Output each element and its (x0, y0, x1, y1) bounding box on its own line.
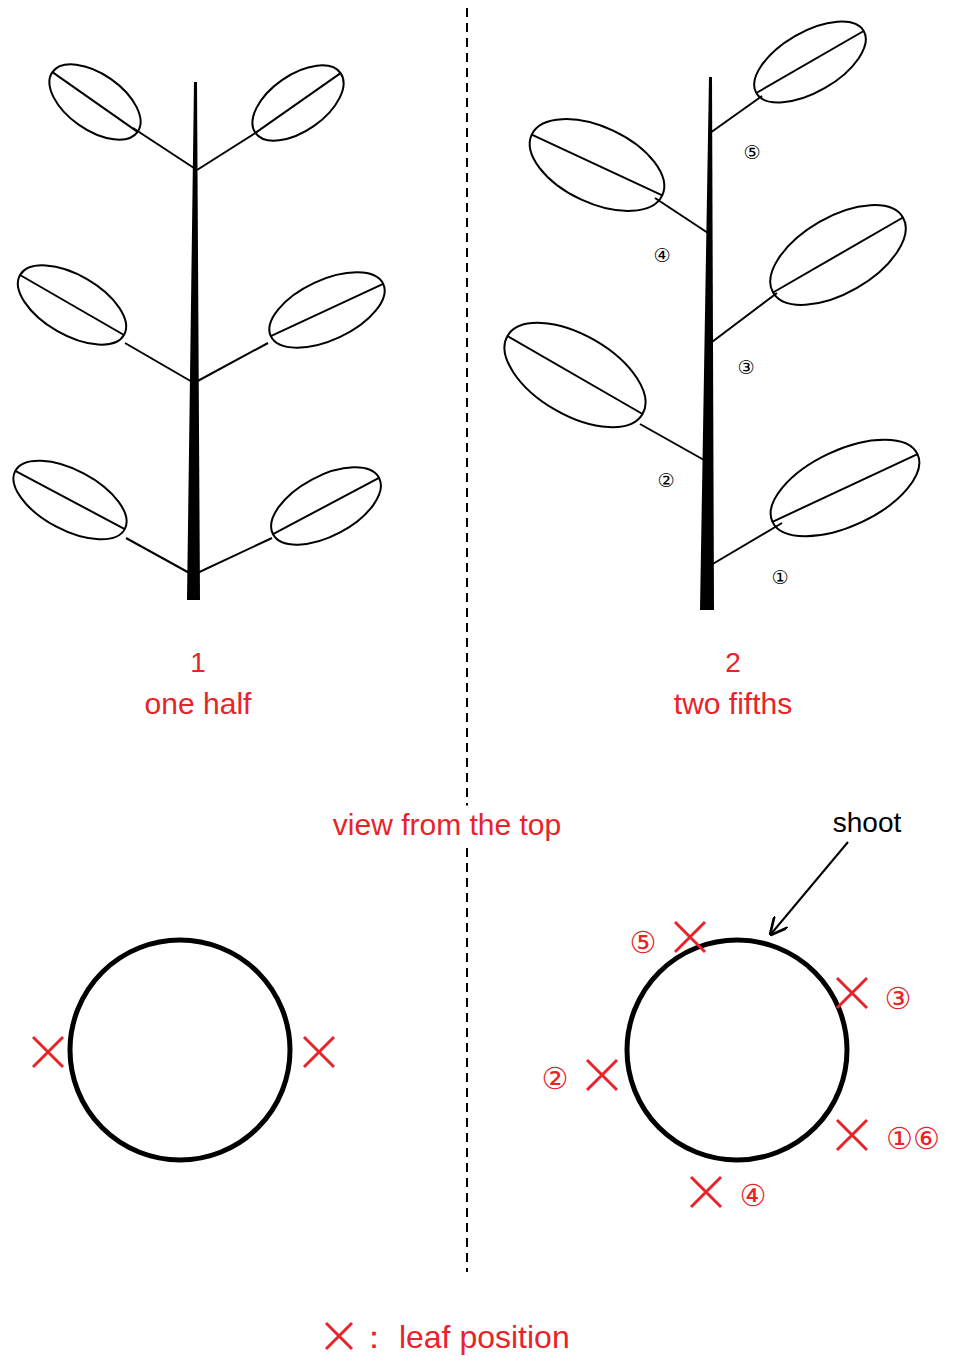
figure-number: 1 (190, 648, 206, 679)
leaf-number: ③ (737, 358, 754, 379)
alternate-leaf-plant (487, 5, 933, 610)
leaf-number: ⑤ (743, 143, 760, 164)
figure-number: 2 (725, 648, 741, 679)
leaf-number: ② (657, 471, 674, 492)
divider-line (466, 8, 468, 1272)
figure-caption: one half (145, 687, 252, 720)
figure-caption: two fifths (674, 687, 792, 720)
leaf-number: ③ (885, 982, 912, 1015)
opposite-leaf-plant (1, 49, 396, 600)
leaf-number: ①⑥ (886, 1122, 940, 1155)
pointer-arrow (771, 842, 848, 934)
leaf-number: ④ (653, 246, 670, 267)
section-heading: view from the top (329, 806, 565, 843)
leaf-number: ⑤ (630, 926, 657, 959)
legend-text: ： leaf position (358, 1320, 570, 1355)
pointer-label: shoot (833, 808, 902, 839)
stem-cross-section (70, 940, 290, 1160)
leaf-number: ① (771, 568, 788, 589)
leaf-number: ④ (740, 1179, 767, 1212)
leaf-number: ② (542, 1062, 569, 1095)
leaf-position-marks (33, 922, 867, 1349)
stem-cross-section (627, 940, 847, 1160)
